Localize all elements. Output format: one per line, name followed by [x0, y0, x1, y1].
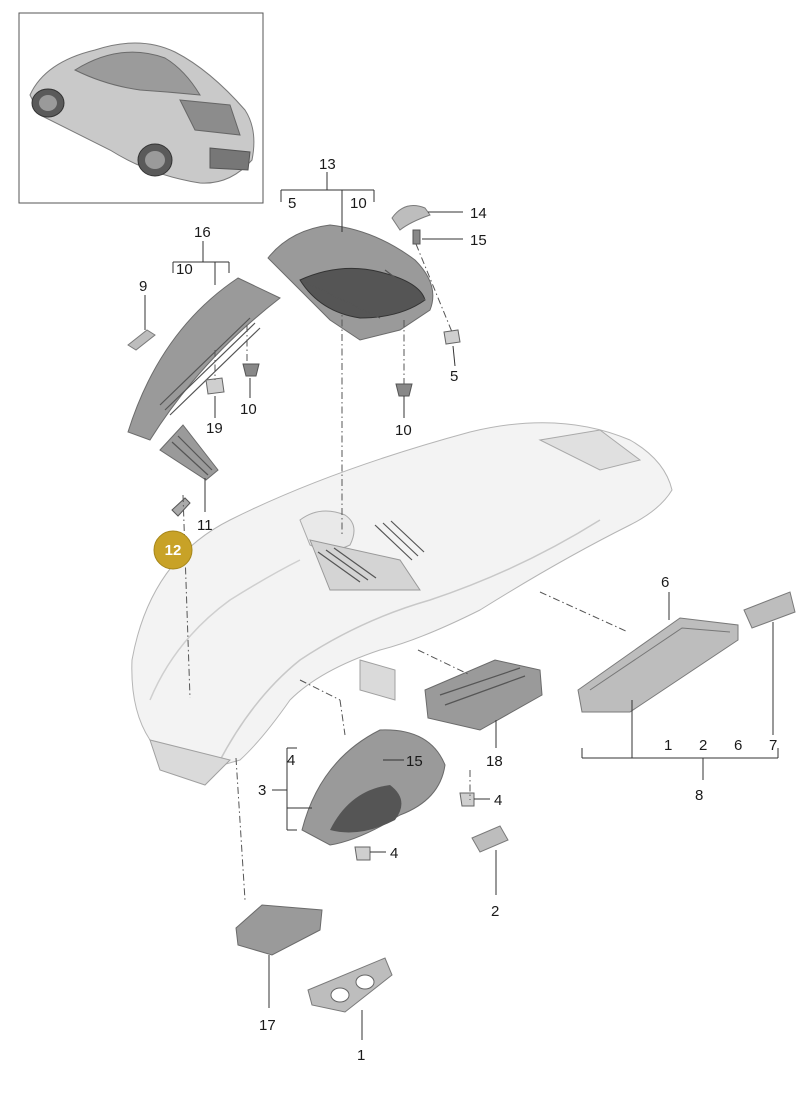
part-10-nut-left — [242, 363, 260, 377]
part-12-bracket — [171, 497, 191, 517]
callout-4-bottom: 4 — [390, 845, 398, 862]
part-4-clip-right — [459, 792, 475, 807]
dashboard-carrier — [131, 422, 673, 786]
car-thumbnail — [18, 12, 264, 204]
part-16-side-trim — [127, 277, 281, 441]
callout-1: 1 — [357, 1047, 365, 1064]
callout-8-sub-6: 6 — [734, 737, 742, 754]
callout-15-top: 15 — [470, 232, 487, 249]
callout-16: 16 — [194, 224, 211, 241]
center-vent-grille — [317, 520, 425, 583]
part-14-cover — [391, 205, 431, 231]
callout-16-sub-10: 10 — [176, 261, 193, 278]
callout-10-left: 10 — [240, 401, 257, 418]
part-19-clip — [205, 377, 225, 395]
assembly-lines — [182, 243, 629, 901]
callout-4-right: 4 — [494, 792, 502, 809]
callout-3-sub-4: 4 — [287, 752, 295, 769]
callout-13: 13 — [319, 156, 336, 173]
callout-2: 2 — [491, 903, 499, 920]
callout-6: 6 — [661, 574, 669, 591]
part-2-button — [471, 825, 509, 853]
callout-13-sub-5: 5 — [288, 195, 296, 212]
callout-9: 9 — [139, 278, 147, 295]
leader-lines — [144, 172, 779, 1040]
callout-17: 17 — [259, 1017, 276, 1034]
callout-labels: 13 5 10 14 15 5 10 16 10 9 10 19 11 6 1 … — [139, 156, 777, 1064]
callout-3: 3 — [258, 782, 266, 799]
callout-8-sub-7: 7 — [769, 737, 777, 754]
callout-13-sub-10: 10 — [350, 195, 367, 212]
part-10-nut-right — [395, 383, 413, 397]
callout-8-sub-1: 1 — [664, 737, 672, 754]
callout-15-bottom: 15 — [406, 753, 423, 770]
part-1-switch-panel — [307, 957, 393, 1013]
part-18-vent-unit — [424, 659, 543, 731]
callout-5: 5 — [450, 368, 458, 385]
part-5-clip — [443, 329, 461, 345]
part-9-strip — [127, 329, 156, 351]
part-3-cluster-cover — [301, 729, 446, 846]
callout-10-right: 10 — [395, 422, 412, 439]
callout-14: 14 — [470, 205, 487, 222]
part-17-bracket — [235, 904, 323, 956]
callout-8: 8 — [695, 787, 703, 804]
part-6-glovebox — [577, 617, 739, 713]
badge-12-label: 12 — [165, 542, 182, 559]
callout-18: 18 — [486, 753, 503, 770]
part-11-vent — [159, 424, 219, 481]
callout-8-sub-2: 2 — [699, 737, 707, 754]
callout-11: 11 — [197, 517, 213, 534]
part-15-screw — [412, 229, 421, 245]
part-4-clip-bottom — [354, 846, 371, 861]
part-7-handle — [743, 591, 796, 629]
part-13-center-trim — [267, 224, 434, 341]
highlight-badge-12[interactable]: 12 — [153, 530, 193, 570]
callout-19: 19 — [206, 420, 223, 437]
